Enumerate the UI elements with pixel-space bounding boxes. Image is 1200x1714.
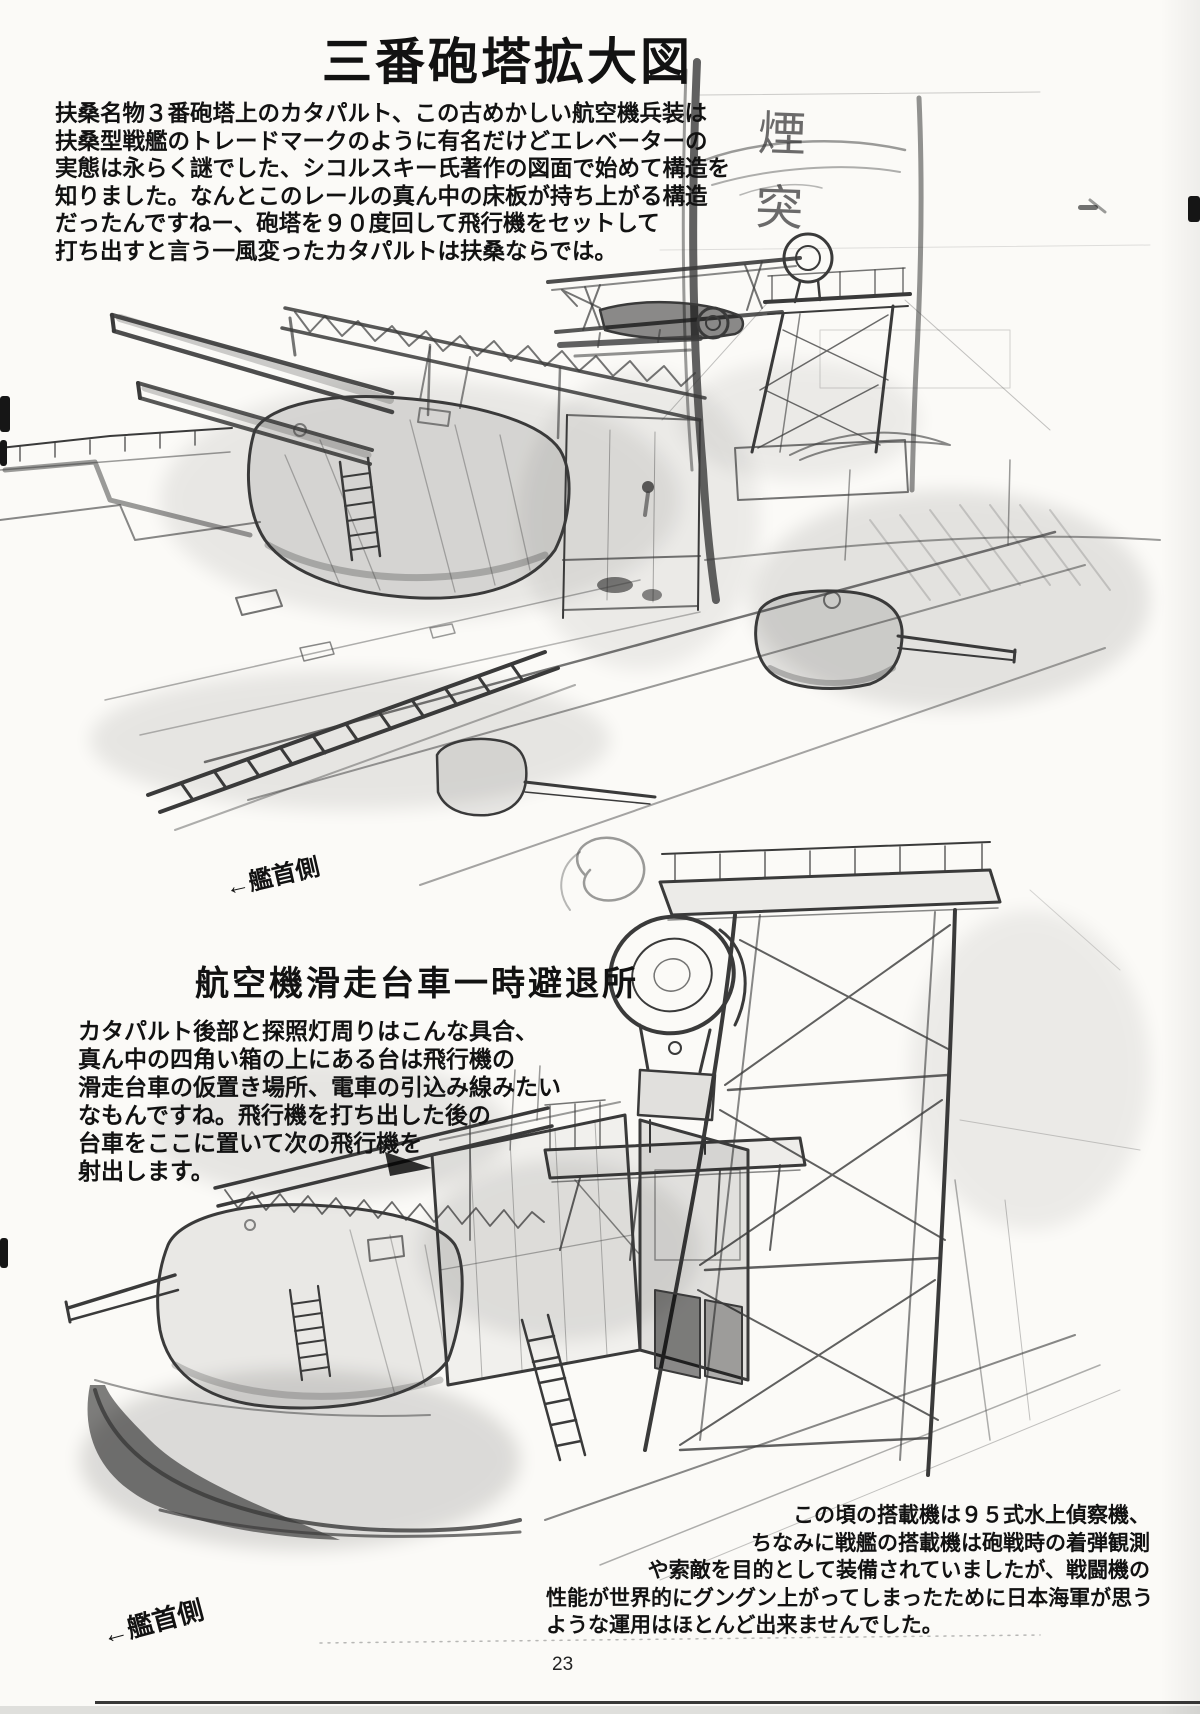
scan-edge-mark-left-2 xyxy=(0,440,7,466)
scan-bottom-smudge xyxy=(0,1706,1200,1714)
section2-title: 航空機滑走台車一時避退所 xyxy=(195,966,639,1003)
scan-edge-mark-left-1 xyxy=(0,396,10,432)
scan-edge-mark-left-3 xyxy=(0,1238,8,1268)
section2-line: 台車をここに置いて次の飛行機を xyxy=(78,1131,423,1156)
section2-line: 真ん中の四角い箱の上にある台は飛行機の xyxy=(78,1047,515,1072)
intro-line: 打ち出すと言う一風変ったカタパルトは扶桑ならでは。 xyxy=(55,238,617,264)
searchlight-tower-sketch xyxy=(64,836,1150,1644)
note-line: ような運用はほとんど出来ませんでした。 xyxy=(546,1613,943,1637)
intro-line: 扶桑名物３番砲塔上のカタパルト、この古めかしい航空機兵装は xyxy=(55,101,708,126)
section2-line: 滑走台車の仮置き場所、電車の引込み線みたい xyxy=(78,1075,561,1100)
note-line: ちなみに戦艦の搭載機は砲戦時の着弾観測 xyxy=(751,1530,1150,1555)
intro-line: だったんですねー、砲塔を９０度回して飛行機をセットして xyxy=(55,211,660,236)
scan-bottom-line xyxy=(95,1701,1200,1704)
scan-right-vignette xyxy=(1160,0,1200,1714)
section2-line: 射出します。 xyxy=(78,1159,214,1184)
page-title: 三番砲塔拡大図 xyxy=(322,34,693,90)
intro-line: 実態は永らく謎でした、シコルスキー氏著作の図面で始めて構造を xyxy=(55,156,731,181)
intro-line: 知りました。なんとこのレールの真ん中の床板が持ち上がる構造 xyxy=(55,183,708,209)
section2-paragraph: カタパルト後部と探照灯周りはこんな具合、 真ん中の四角い箱の上にある台は飛行機の… xyxy=(78,1018,561,1186)
section2-line: なもんですね。飛行機を打ち出した後の xyxy=(78,1103,491,1128)
intro-line: 扶桑型戦艦のトレードマークのように有名だけどエレベーターの xyxy=(55,128,708,154)
turret-catapult-sketch xyxy=(0,58,1161,886)
funnel-handwritten-label: 煙突 xyxy=(745,107,804,257)
scan-edge-dash-right xyxy=(1078,205,1098,210)
note-line: 性能が世界的にグングン上がってしまったために日本海軍が思う xyxy=(546,1585,1154,1610)
intro-paragraph: 扶桑名物３番砲塔上のカタパルト、この古めかしい航空機兵装は 扶桑型戦艦のトレード… xyxy=(55,100,730,265)
page-number: 23 xyxy=(552,1654,574,1675)
scan-edge-mark-right xyxy=(1188,196,1200,222)
section2-line: カタパルト後部と探照灯周りはこんな具合、 xyxy=(78,1019,538,1044)
note-paragraph: この頃の搭載機は９５式水上偵察機、 ちなみに戦艦の搭載機は砲戦時の着弾観測 や索… xyxy=(530,1502,1154,1640)
note-line: この頃の搭載機は９５式水上偵察機、 xyxy=(793,1503,1150,1527)
note-line: や索敵を目的として装備されていましたが、戦闘機の xyxy=(647,1558,1150,1582)
